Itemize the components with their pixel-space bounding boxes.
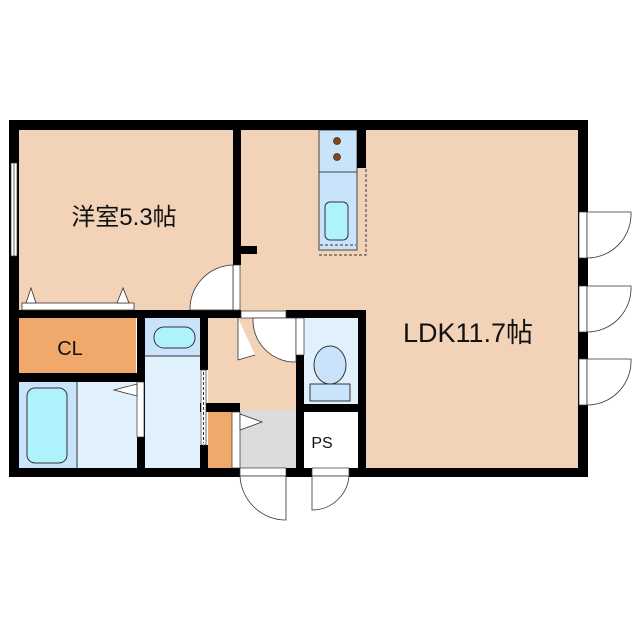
door-swing-arc [189,264,234,311]
washroom-sliding-door[interactable] [200,369,207,446]
counter-outline-dashed [319,168,367,256]
kitchen-counter [318,129,367,256]
wall-stub [233,246,257,254]
bathtub-icon [26,387,68,464]
wall-bottom [9,468,588,477]
door-leaf [240,310,287,319]
front-door[interactable] [239,467,287,521]
toilet-bowl-icon [313,345,347,385]
wall-ldk-left [358,310,366,468]
wall-western-bottom [19,310,241,318]
ps-door[interactable] [311,467,350,511]
western-room-door[interactable] [189,264,241,311]
stove-burner-icon [333,153,341,161]
shoe-closet-floor [208,412,232,468]
door-swing-arc [252,317,297,363]
closet-label: CL [57,338,83,360]
door-panel [237,318,256,361]
wall-top [9,120,588,130]
closet-floor [19,318,136,373]
wash-basin-icon [153,326,196,349]
toilet-door-leaf [295,317,305,356]
toilet-tank-icon [309,383,351,402]
ldk-window-door-3[interactable] [578,358,632,406]
ldk-window-door-2[interactable] [578,285,632,333]
pipe-space-floor [304,412,358,468]
closet-door-triangle [25,286,37,304]
wall-shoe-top [200,403,240,412]
ldk-label: LDK11.7帖 [403,318,533,348]
stove-burner-icon [333,137,341,145]
wall-closet-bath [19,373,145,382]
wall-kitchen-stub [357,120,366,168]
sink-icon [324,201,349,241]
closet-door-track[interactable] [21,302,135,311]
closet-door-triangle [116,286,130,304]
bath-door[interactable] [112,381,145,438]
wall-wash-hall-low [200,445,208,468]
wall-wash-hall [200,310,208,370]
bath-wash-floor [77,382,137,468]
ldk-window-door-1[interactable] [578,211,632,259]
hall-ldk-door[interactable] [237,310,305,363]
shoe-closet-door[interactable] [231,411,264,469]
wall-hall-top [286,310,366,318]
wall-toilet-ps [296,404,366,412]
wall-western-ldk [233,120,241,265]
pipe-space-label: PS [311,435,332,452]
door-leaf [232,264,241,311]
kitchen-stove-area [318,129,358,173]
western-room-label: 洋室5.3帖 [71,204,176,231]
wall-left [9,120,19,477]
washroom-floor [145,356,200,468]
